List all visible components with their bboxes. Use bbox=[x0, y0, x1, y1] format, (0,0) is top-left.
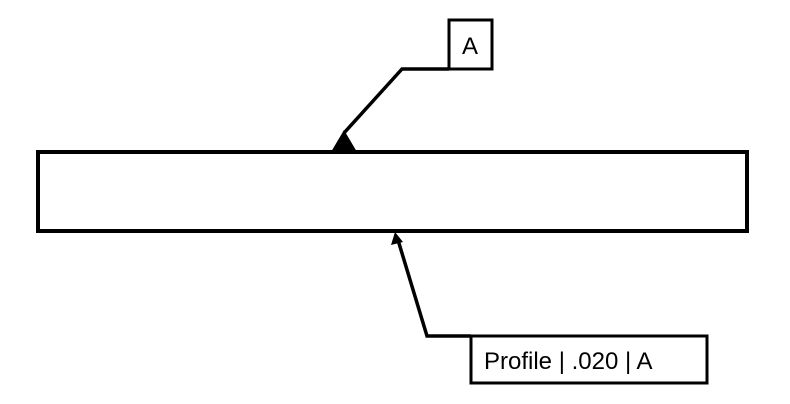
part-outline bbox=[36, 150, 749, 233]
datum-leader-line bbox=[342, 67, 449, 135]
fcf-leader-line bbox=[396, 239, 471, 338]
fcf-leader-arrowhead bbox=[391, 232, 403, 245]
feature-control-frame-box bbox=[469, 334, 709, 385]
datum-label-box bbox=[447, 18, 494, 71]
datum-triangle bbox=[331, 130, 357, 152]
feature-control-frame-text: Profile | .020 | A bbox=[484, 348, 653, 375]
datum-label-text: A bbox=[462, 33, 478, 60]
